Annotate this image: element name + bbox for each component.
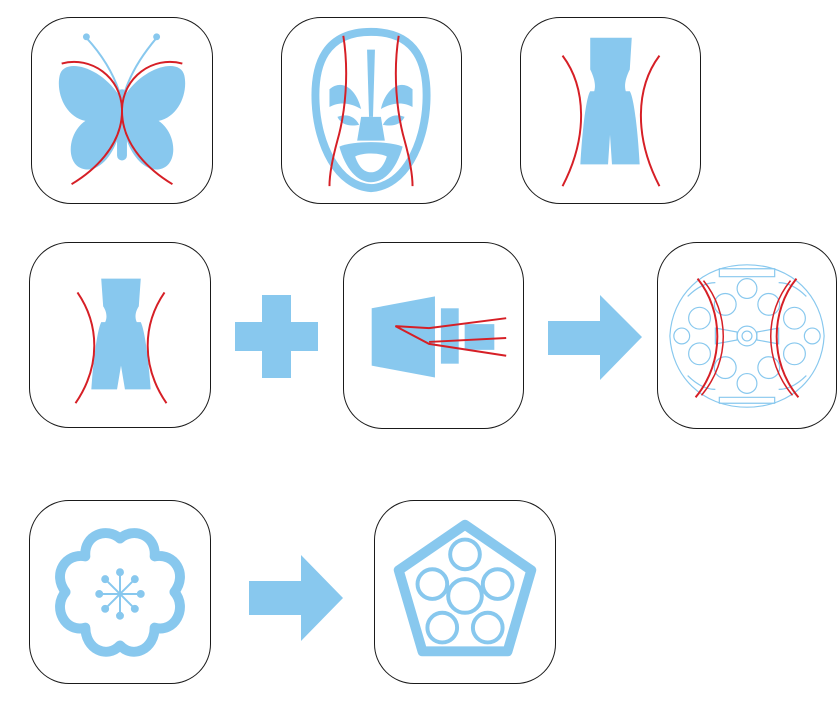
- arrow-right-icon: [548, 295, 642, 380]
- card-speaker-cone: [343, 242, 524, 429]
- card-waist-shape: [520, 17, 701, 204]
- card-pentagon-cluster: [374, 500, 556, 684]
- waist-shape-icon: [74, 278, 168, 404]
- waist-shape-icon: [561, 37, 661, 187]
- card-plum-blossom: [29, 500, 211, 684]
- plum-blossom-icon: [55, 528, 185, 657]
- card-waist-shape-2: [29, 242, 211, 428]
- card-opera-mask: [281, 17, 462, 204]
- arrow-right-icon: [249, 555, 343, 641]
- arrow-operator-2: [249, 555, 343, 641]
- butterfly-icon: [58, 33, 186, 186]
- lamp-fixture-icon: [669, 264, 825, 408]
- card-butterfly: [31, 17, 213, 204]
- pentagon-cluster-icon: [393, 519, 537, 657]
- plus-operator: [235, 295, 318, 378]
- plus-icon: [235, 295, 318, 378]
- speaker-cone-icon: [371, 296, 507, 378]
- arrow-operator-1: [548, 295, 642, 380]
- card-lamp-fixture: [657, 242, 837, 429]
- opera-mask-icon: [311, 27, 431, 193]
